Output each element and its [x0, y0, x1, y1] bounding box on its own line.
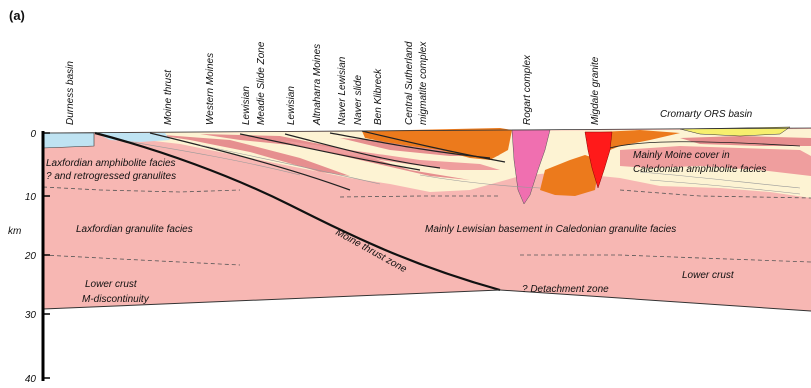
label-durness-basin: Durness basin	[65, 61, 76, 125]
label-meadie-slide-zone: Meadie Slide Zone	[256, 41, 267, 125]
label-lewisian-2: Lewisian	[286, 86, 297, 125]
label-lewisian-basement: Mainly Lewisian basement in Caledonian g…	[425, 224, 676, 235]
label-laxfordian-amphibolite-1: Laxfordian amphibolite facies	[46, 158, 176, 169]
axis-unit: km	[8, 226, 21, 237]
label-naver-slide: Naver slide	[353, 75, 364, 125]
label-altnaharra-moines: Altnaharra Moines	[312, 44, 323, 126]
label-central-sutherland: Central Sutherland	[404, 41, 415, 125]
label-laxfordian-granulite: Laxfordian granulite facies	[76, 224, 193, 235]
label-migmatite-complex: migmatite complex	[418, 41, 429, 125]
tick-label-20: 20	[24, 251, 37, 262]
label-lower-crust-right: Lower crust	[682, 270, 735, 281]
label-migdale-granite: Migdale granite	[590, 56, 601, 125]
tick-label-40: 40	[25, 374, 37, 383]
label-ben-klibreck: Ben Klibreck	[373, 68, 384, 125]
label-detachment-zone: ? Detachment zone	[522, 284, 609, 295]
label-cromarty-basin: Cromarty ORS basin	[660, 109, 753, 120]
label-moine-cover-1: Mainly Moine cover in	[633, 150, 730, 161]
label-moine-cover-2: Caledonian amphibolite facies	[633, 164, 766, 175]
tick-label-0: 0	[30, 129, 36, 140]
tick-label-10: 10	[25, 192, 37, 203]
durness-basin	[43, 133, 94, 148]
label-lewisian-1: Lewisian	[241, 86, 252, 125]
label-rogart-complex: Rogart complex	[522, 54, 533, 125]
label-naver-lewisian: Naver Lewisian	[337, 56, 348, 125]
label-m-discontinuity: M-discontinuity	[82, 294, 150, 305]
label-moine-thrust: Moine thrust	[163, 69, 174, 125]
label-laxfordian-amphibolite-2: ? and retrogressed granulites	[46, 171, 176, 182]
label-lower-crust-left: Lower crust	[85, 279, 138, 290]
label-western-moines: Western Moines	[205, 53, 216, 125]
tick-label-30: 30	[25, 310, 37, 321]
panel-label: (a)	[9, 8, 25, 23]
top-labels: Durness basin Moine thrust Western Moine…	[65, 41, 601, 126]
